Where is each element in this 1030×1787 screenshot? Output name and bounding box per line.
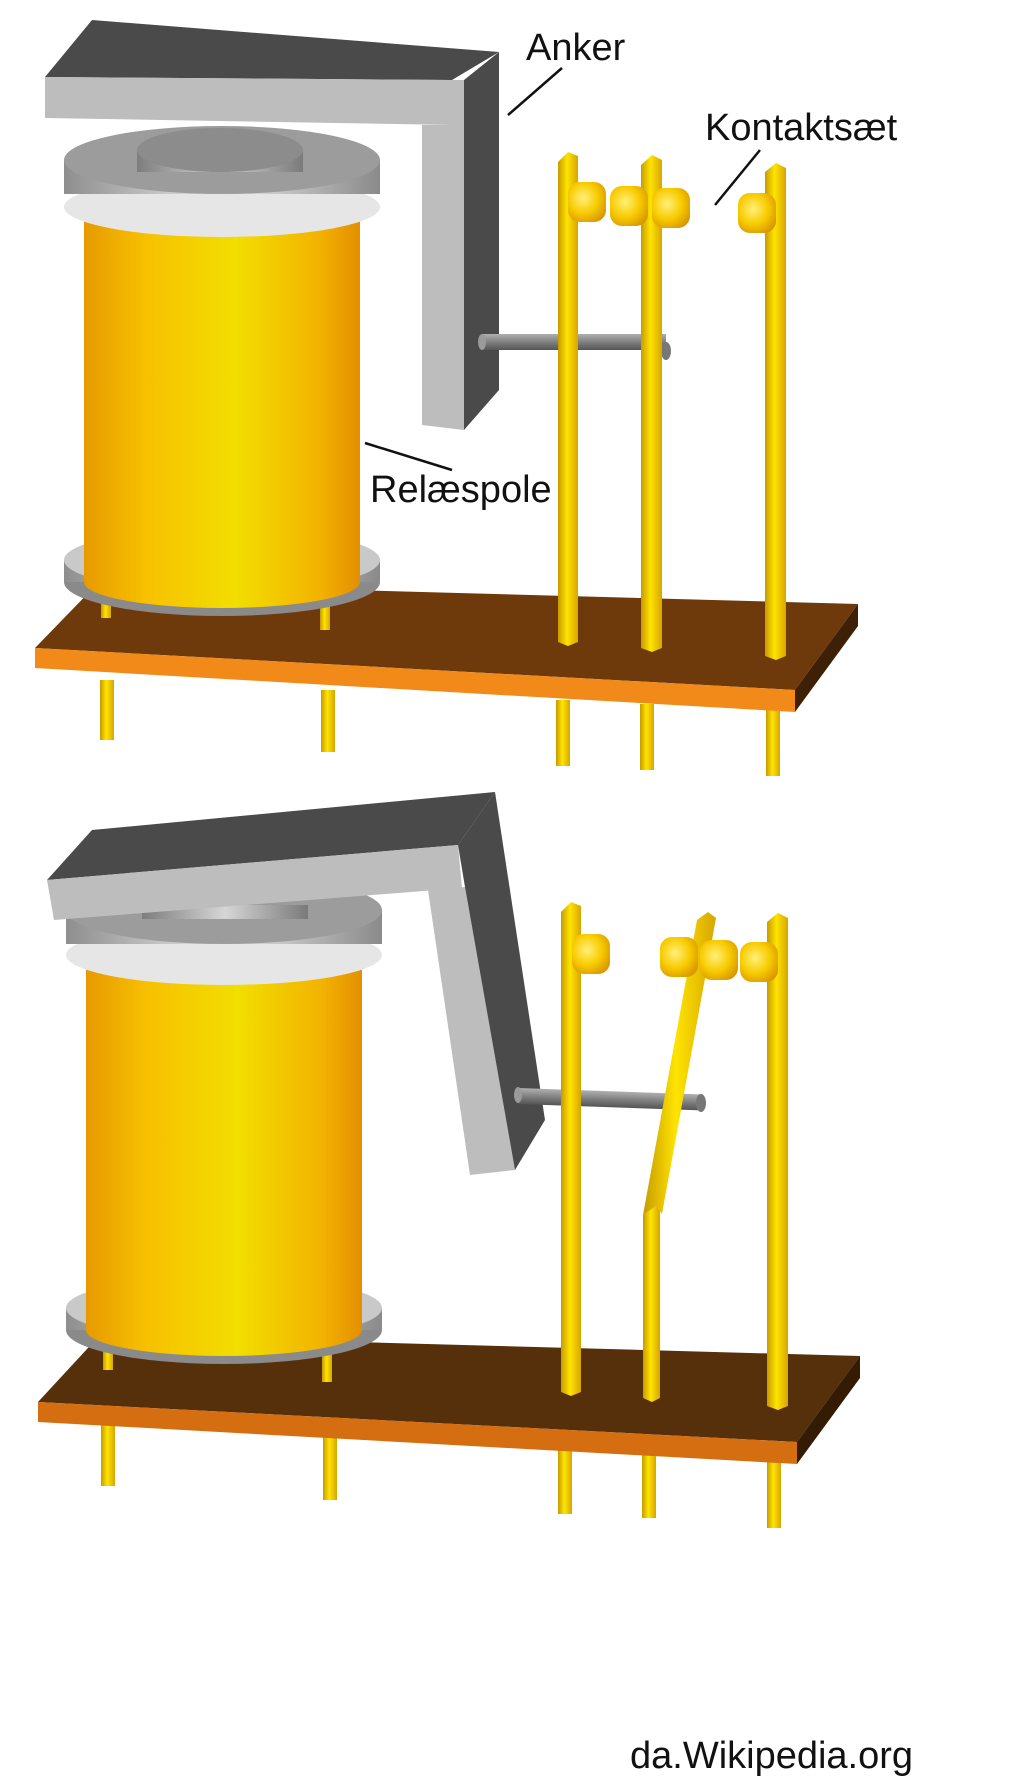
armature-leader [507, 67, 563, 116]
contacts-bottom [572, 934, 778, 982]
label-contact-set: Kontaktsæt [705, 107, 898, 149]
armature-bottom [47, 792, 545, 1175]
lower-pins-bottom [101, 1424, 781, 1528]
label-armature: Anker [526, 27, 626, 69]
relay-coil-bottom [86, 955, 362, 1356]
armature-top [45, 20, 499, 430]
relay-coil-top [84, 207, 360, 608]
contact-leader [714, 149, 761, 206]
coil-pins-bottom [103, 1350, 332, 1382]
contacts-top [568, 182, 776, 233]
relay-state-open: Anker Kontaktsæt Relæspole [35, 20, 898, 776]
credit-text: da.Wikipedia.org [630, 1735, 913, 1777]
coil-pins-top [101, 598, 330, 630]
contact-springs-top [558, 152, 786, 660]
coil-leader [364, 441, 453, 472]
label-relay-coil: Relæspole [370, 469, 552, 511]
relay-state-closed [38, 792, 860, 1528]
top-washer-top [64, 126, 380, 237]
lower-pins-top [100, 680, 780, 776]
contact-springs-bottom [561, 902, 788, 1410]
